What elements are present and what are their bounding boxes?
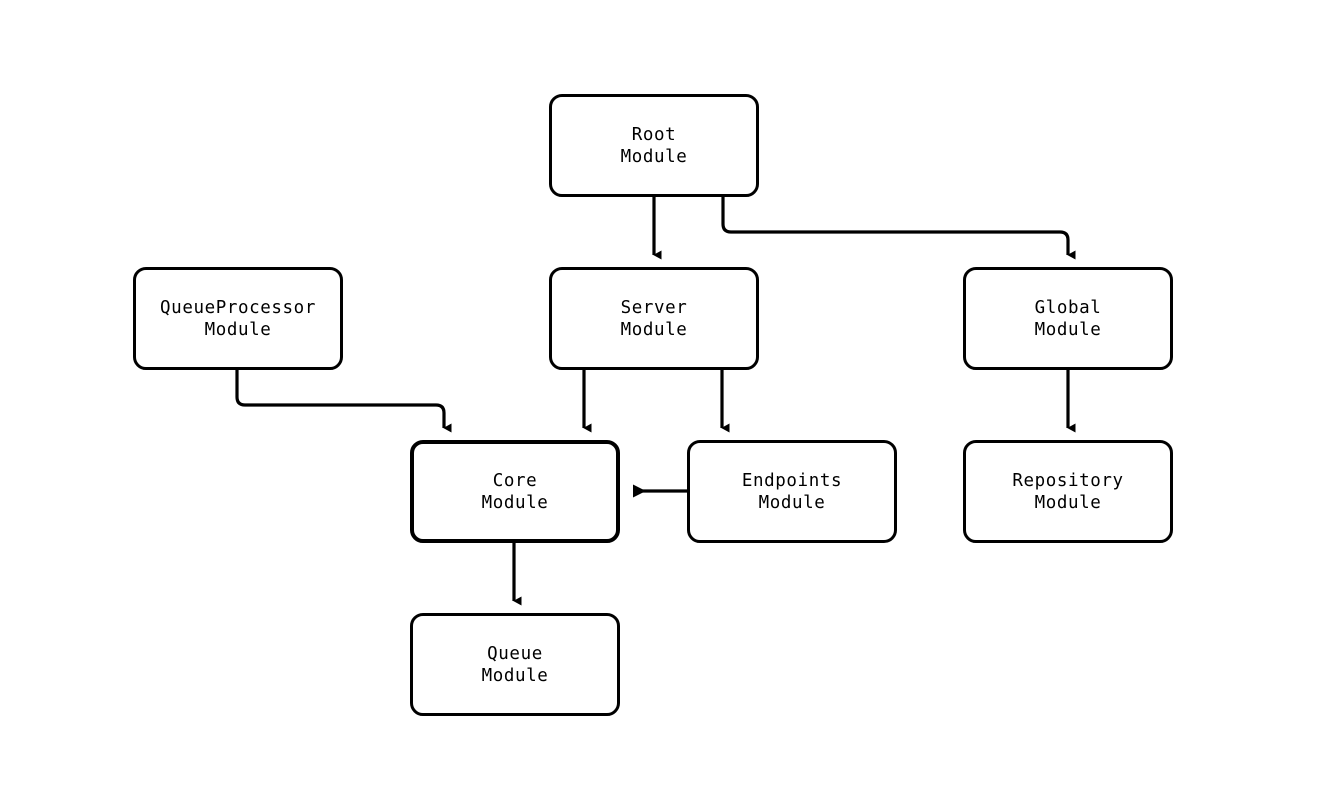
node-queueprocessor-suffix: Module — [204, 319, 272, 340]
node-queueprocessor-name: QueueProcessor — [160, 297, 316, 318]
node-endpoints-suffix: Module — [758, 492, 826, 513]
edge-root-to-global — [721, 197, 1076, 260]
node-global-name: Global — [1034, 297, 1102, 318]
edge-group — [235, 197, 1076, 606]
node-root-suffix: Module — [620, 146, 688, 167]
node-core-name: Core — [492, 470, 538, 491]
node-server-name: Server — [620, 297, 688, 318]
node-root-name: Root — [631, 124, 677, 145]
node-repository-suffix: Module — [1034, 492, 1102, 513]
edge-queueprocessor-to-core — [235, 370, 452, 433]
node-queue-suffix: Module — [481, 665, 549, 686]
node-queue-name: Queue — [487, 643, 543, 664]
node-repository-name: Repository — [1012, 470, 1124, 491]
node-global-suffix: Module — [1034, 319, 1102, 340]
node-server-suffix: Module — [620, 319, 688, 340]
node-core-suffix: Module — [481, 492, 549, 513]
node-endpoints-name: Endpoints — [741, 470, 843, 491]
